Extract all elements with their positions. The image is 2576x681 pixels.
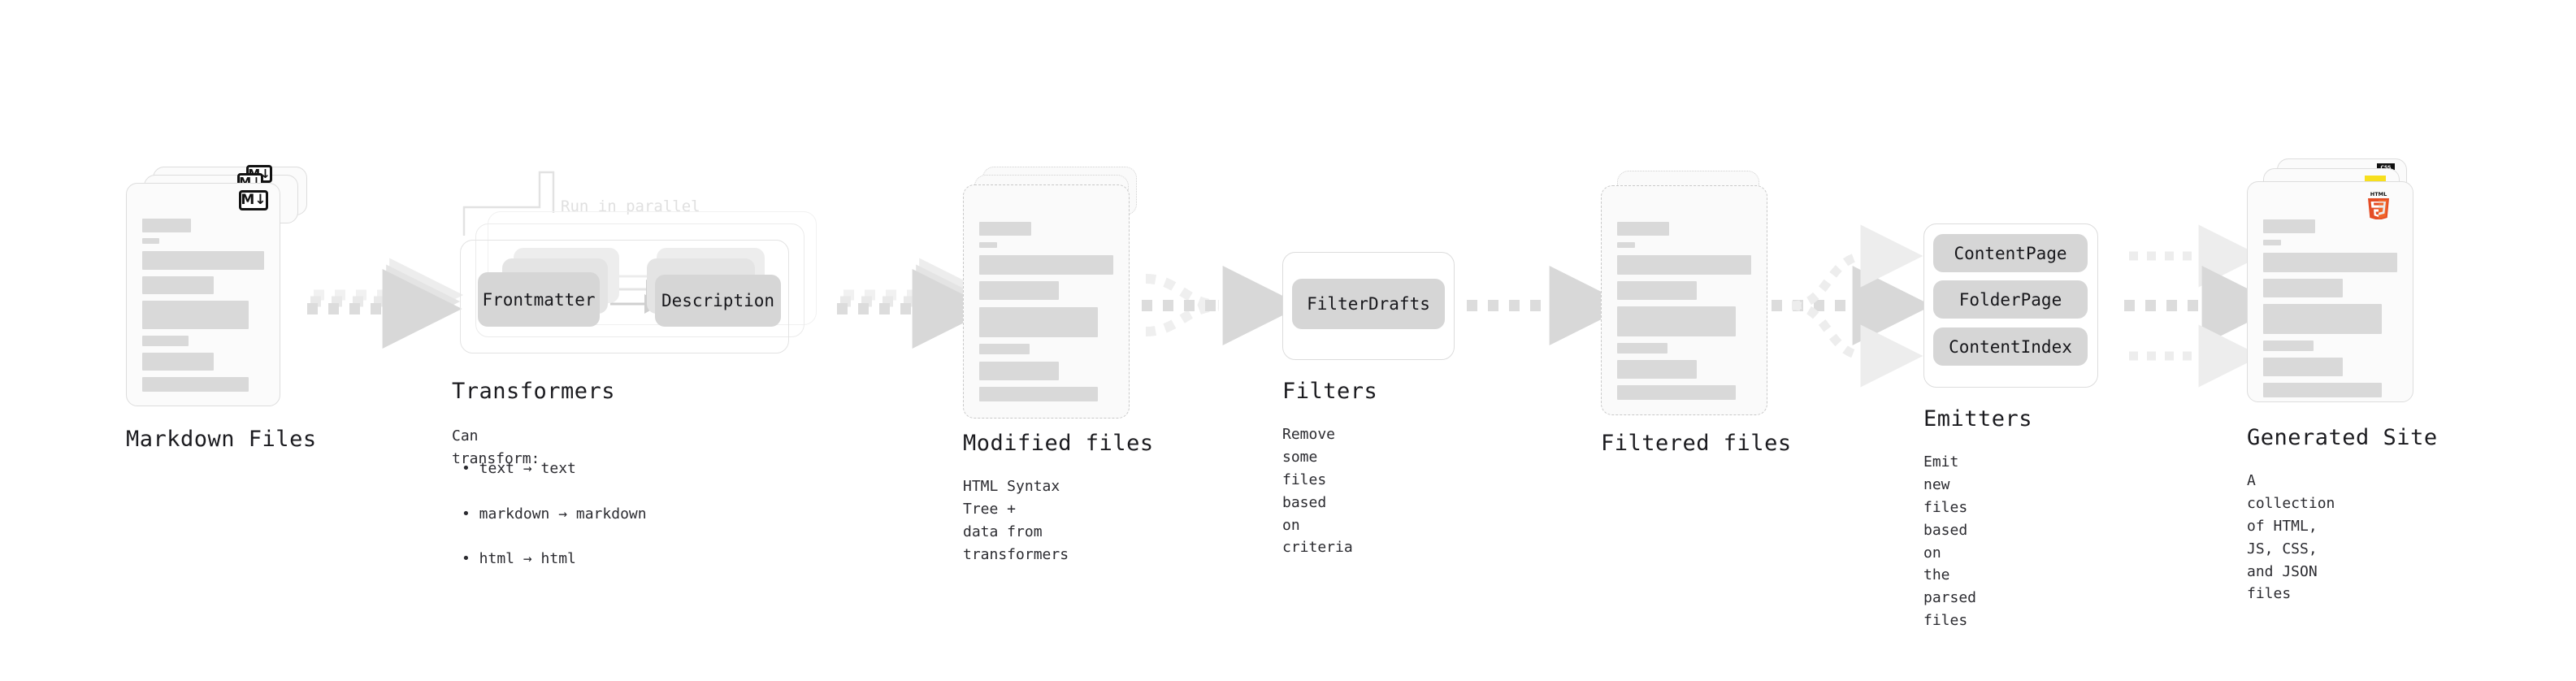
skeleton-line <box>1617 255 1751 275</box>
skeleton-line <box>1617 360 1697 379</box>
skeleton-line <box>142 251 264 270</box>
stage-title-filtered-files: Filtered files <box>1601 431 1792 456</box>
transformer-pill-frontmatter-label: Frontmatter <box>482 289 596 310</box>
transformer-group-box-1 <box>460 240 789 354</box>
stage-subtitle-transformers: Can transform: <box>452 427 540 467</box>
emitters-pill-contentpage[interactable]: ContentPage <box>1933 234 2088 272</box>
stage-subtitle-filters: Remove some files based on criteria <box>1282 426 1353 557</box>
stage-title-markdown-files: Markdown Files <box>126 427 317 452</box>
emitters-pill-folderpage-label: FolderPage <box>1958 289 2062 310</box>
run-in-parallel-label: Run in parallel <box>561 197 700 215</box>
transformer-capability-item: • html → html <box>462 550 576 568</box>
arrow-markdown-to-transformers <box>307 258 464 349</box>
svg-text:HTML: HTML <box>2370 191 2387 197</box>
skeleton-line <box>142 353 214 371</box>
emitters-pill-contentindex-label: ContentIndex <box>1949 336 2072 357</box>
markdown-badge: M↓ <box>239 190 268 210</box>
skeleton-line <box>979 281 1059 300</box>
skeleton-line <box>2263 340 2314 351</box>
skeleton-line <box>2263 383 2382 397</box>
skeleton-line <box>1617 343 1667 354</box>
transformer-pill-description[interactable]: Description <box>655 275 781 327</box>
transformer-group-box-3 <box>488 211 817 325</box>
stage-title-filters: Filters <box>1282 379 1378 404</box>
skeleton-line <box>142 276 214 294</box>
skeleton-line <box>979 307 1098 337</box>
skeleton-line <box>979 255 1113 275</box>
stage-title-generated-site: Generated Site <box>2247 425 2438 450</box>
emitters-pill-contentpage-label: ContentPage <box>1954 243 2067 263</box>
markdown-card-front: M↓ <box>126 183 280 406</box>
skeleton-line <box>142 377 249 392</box>
transformer-capability-item: • text → text <box>462 459 576 477</box>
stage-title-modified-files: Modified files <box>963 431 1154 456</box>
skeleton-line <box>1617 222 1669 236</box>
transformer-capability-item: • markdown → markdown <box>462 505 647 523</box>
modified-card-front <box>963 184 1130 419</box>
skeleton-line <box>142 301 249 329</box>
markdown-file-stack: M↓ M↓ M↓ <box>126 165 317 410</box>
arrow-modified-to-filters <box>1142 266 1303 345</box>
skeleton-line <box>1617 385 1736 400</box>
emitters-pill-folderpage[interactable]: FolderPage <box>1933 280 2088 319</box>
skeleton-line <box>1617 242 1635 248</box>
skeleton-line <box>2263 358 2343 376</box>
skeleton-line <box>142 336 189 346</box>
skeleton-line <box>2263 253 2397 272</box>
transformer-pill-description-label: Description <box>661 291 775 310</box>
filters-pill-filterdrafts[interactable]: FilterDrafts <box>1292 279 1445 329</box>
skeleton-line <box>2263 279 2343 297</box>
skeleton-line <box>142 238 159 244</box>
markdown-badge-label: M↓ <box>241 192 267 208</box>
skeleton-line <box>1617 306 1736 336</box>
transformer-capability-list: • text → text • markdown → markdown • ht… <box>462 435 647 593</box>
stage-title-emitters: Emitters <box>1923 406 2033 432</box>
skeleton-line <box>2263 219 2315 233</box>
generated-card-front: HTML <box>2247 181 2413 402</box>
skeleton-line <box>979 387 1098 401</box>
filtered-card-front <box>1601 185 1767 415</box>
html5-badge: HTML <box>2366 190 2392 220</box>
skeleton-line <box>1617 281 1697 300</box>
transformer-group-box-2 <box>475 223 804 337</box>
transformer-pill-frontmatter[interactable]: Frontmatter <box>478 272 600 327</box>
arrow-emitters-to-site <box>2124 224 2282 388</box>
stage-title-transformers: Transformers <box>452 379 616 404</box>
filters-pill-filterdrafts-label: FilterDrafts <box>1307 294 1430 314</box>
skeleton-line <box>2263 304 2382 334</box>
skeleton-line <box>979 222 1031 236</box>
skeleton-line <box>2263 240 2281 245</box>
stage-subtitle-modified-files: HTML Syntax Tree + data from transformer… <box>963 478 1069 563</box>
emitters-pill-contentindex[interactable]: ContentIndex <box>1933 327 2088 366</box>
skeleton-line <box>979 242 997 248</box>
stage-subtitle-generated-site: A collection of HTML, JS, CSS, and JSON … <box>2247 472 2335 603</box>
generated-site-stack: CSS HTML <box>2247 158 2450 410</box>
stage-subtitle-emitters: Emit new files based on the parsed files <box>1923 453 1977 630</box>
modified-file-stack <box>963 167 1150 419</box>
skeleton-line <box>979 362 1059 380</box>
arrow-transformers-to-modified <box>837 258 994 349</box>
svg-text:CSS: CSS <box>2381 165 2392 171</box>
skeleton-line <box>142 219 191 232</box>
skeleton-line <box>979 344 1030 354</box>
filtered-file-stack <box>1601 171 1788 415</box>
